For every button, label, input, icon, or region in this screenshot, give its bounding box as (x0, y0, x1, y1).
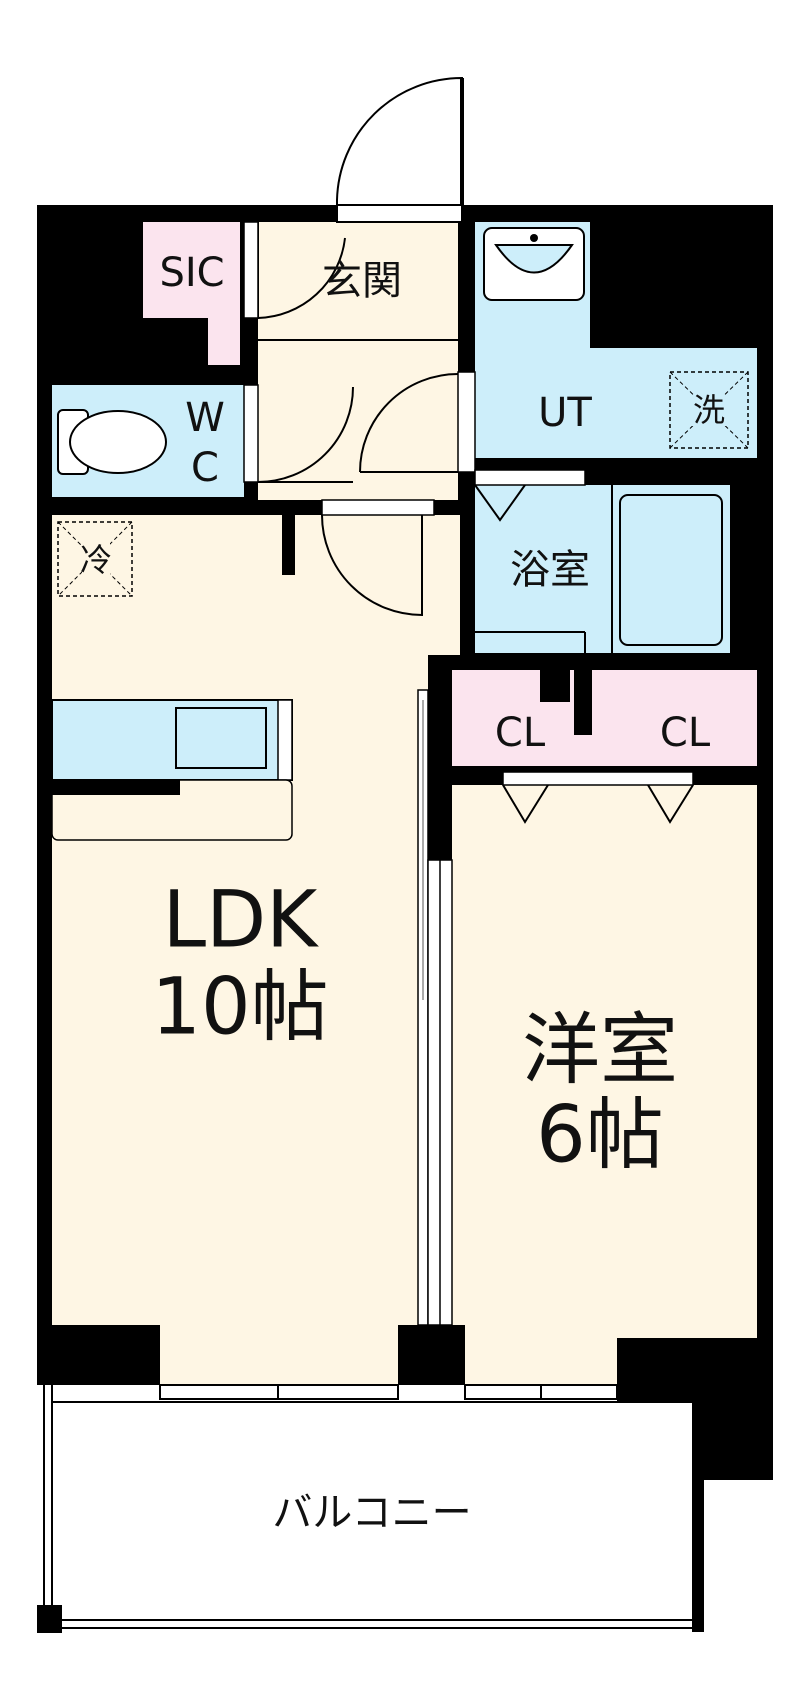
yoshitsu-size-label: 6帖 (536, 1090, 664, 1180)
sliding-door (417, 689, 453, 1326)
ldk-name-label: LDK (163, 875, 320, 965)
washbasin-icon (483, 227, 585, 301)
genkan-floor (258, 222, 458, 500)
ldk-size-label: 10帖 (151, 962, 328, 1052)
ldk-door (321, 499, 435, 617)
wc-label-w: W (185, 395, 225, 441)
bath-label: 浴室 (510, 547, 590, 593)
wc-door (243, 384, 354, 483)
yoshitsu-name-label: 洋室 (522, 1005, 678, 1095)
entrance-door (336, 76, 464, 205)
ut-label: UT (538, 390, 592, 436)
fridge-label: 冷 (80, 541, 112, 579)
bath-door (474, 469, 586, 522)
toilet-icon (57, 409, 167, 475)
closet-floor (452, 670, 757, 766)
sic-floor (143, 222, 240, 365)
ut-door (359, 371, 476, 473)
wc-label-c: C (191, 445, 219, 491)
sic-label: SIC (159, 250, 224, 296)
bathtub-icon (619, 494, 723, 646)
yoshitsu-floor (452, 785, 757, 1385)
balcony-label: バルコニー (272, 1490, 471, 1536)
closet-label-left: CL (495, 710, 546, 756)
fridge-space-icon (57, 521, 133, 597)
genkan-door (243, 221, 346, 320)
balcony-window (159, 1384, 618, 1400)
washer-label: 洗 (693, 391, 725, 429)
closet-label-right: CL (660, 710, 711, 756)
kitchen-counter (51, 699, 293, 841)
closet-doors (502, 771, 694, 824)
washer-space-icon (669, 371, 749, 449)
genkan-label: 玄関 (322, 258, 402, 304)
balcony-floor (52, 1402, 692, 1624)
